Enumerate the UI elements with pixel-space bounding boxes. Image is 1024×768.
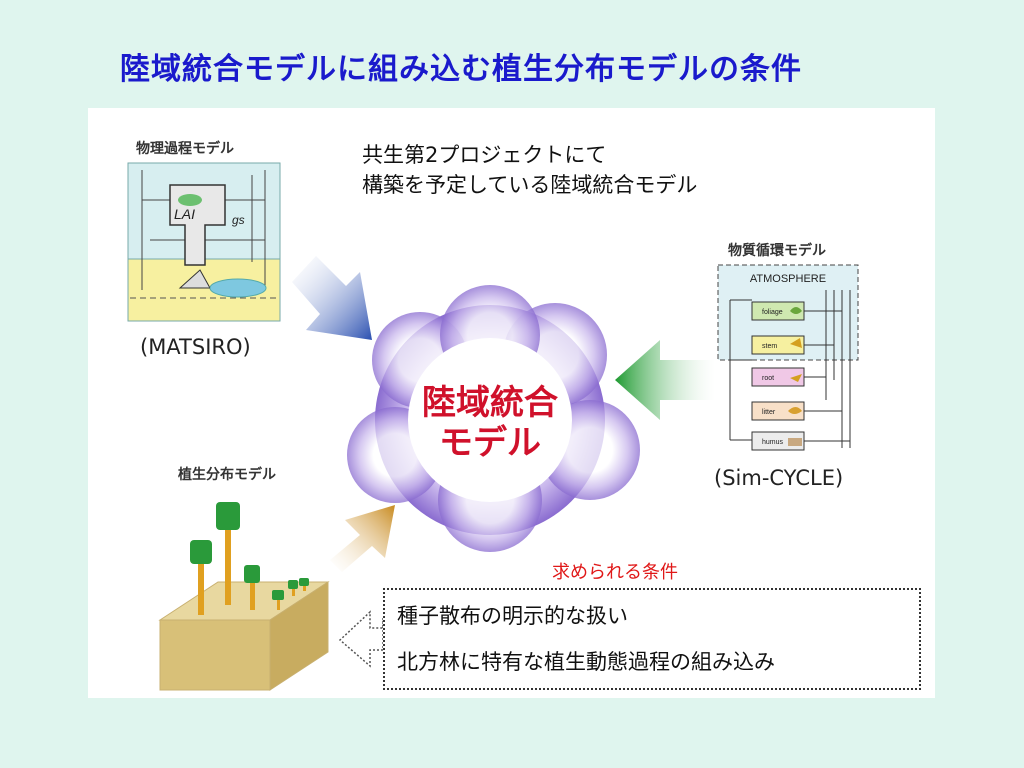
orange-arrow: [330, 505, 395, 572]
matsiro-diagram: LAI gs: [127, 162, 281, 322]
simcycle-caption: (Sim-CYCLE): [714, 466, 844, 490]
subtitle-line-1: 共生第2プロジェクトにて: [362, 143, 607, 167]
center-cloud: [347, 285, 640, 552]
material-model-label: 物質循環モデル: [728, 243, 826, 259]
requirement-item-1: 種子散布の明示的な扱い: [397, 604, 628, 628]
lai-text: LAI: [174, 206, 195, 222]
vegetation-block: [158, 502, 330, 691]
leaf-icon: [790, 307, 802, 314]
subtitle-line-2: 構築を予定している陸域統合モデル: [362, 173, 698, 197]
center-line-2: モデル: [439, 423, 541, 463]
hollow-arrow: [338, 610, 384, 668]
pool-stem: stem: [762, 343, 777, 350]
humus-icon: [788, 438, 802, 446]
green-arrow: [615, 340, 715, 420]
pool-foliage: foliage: [762, 309, 783, 316]
center-line-1: 陸域統合: [422, 383, 558, 423]
matsiro-caption: (MATSIRO): [140, 335, 251, 359]
requirement-item-2: 北方林に特有な植生動態過程の組み込み: [397, 650, 775, 674]
atmosphere-text: ATMOSPHERE: [750, 273, 826, 285]
litter-icon: [788, 407, 802, 414]
subtitle: 共生第2プロジェクトにて 構築を予定している陸域統合モデル: [362, 140, 697, 200]
vegetation-model-label: 植生分布モデル: [178, 467, 276, 483]
blue-arrow: [292, 256, 372, 340]
pool-root: root: [762, 375, 774, 382]
center-model-label: 陸域統合 モデル: [405, 383, 575, 463]
root-icon: [790, 374, 802, 382]
pool-humus: humus: [762, 439, 784, 446]
requirements-heading: 求められる条件: [552, 562, 678, 583]
physical-model-label: 物理過程モデル: [136, 141, 234, 157]
requirements-box: 種子散布の明示的な扱い 北方林に特有な植生動態過程の組み込み: [383, 588, 921, 690]
gs-text: gs: [232, 213, 245, 227]
slide-title: 陸域統合モデルに組み込む植生分布モデルの条件: [120, 52, 802, 87]
stem-icon: [790, 338, 802, 348]
pool-litter: litter: [762, 409, 776, 416]
simcycle-diagram: ATMOSPHERE foliage stem root litter humu…: [717, 264, 859, 451]
